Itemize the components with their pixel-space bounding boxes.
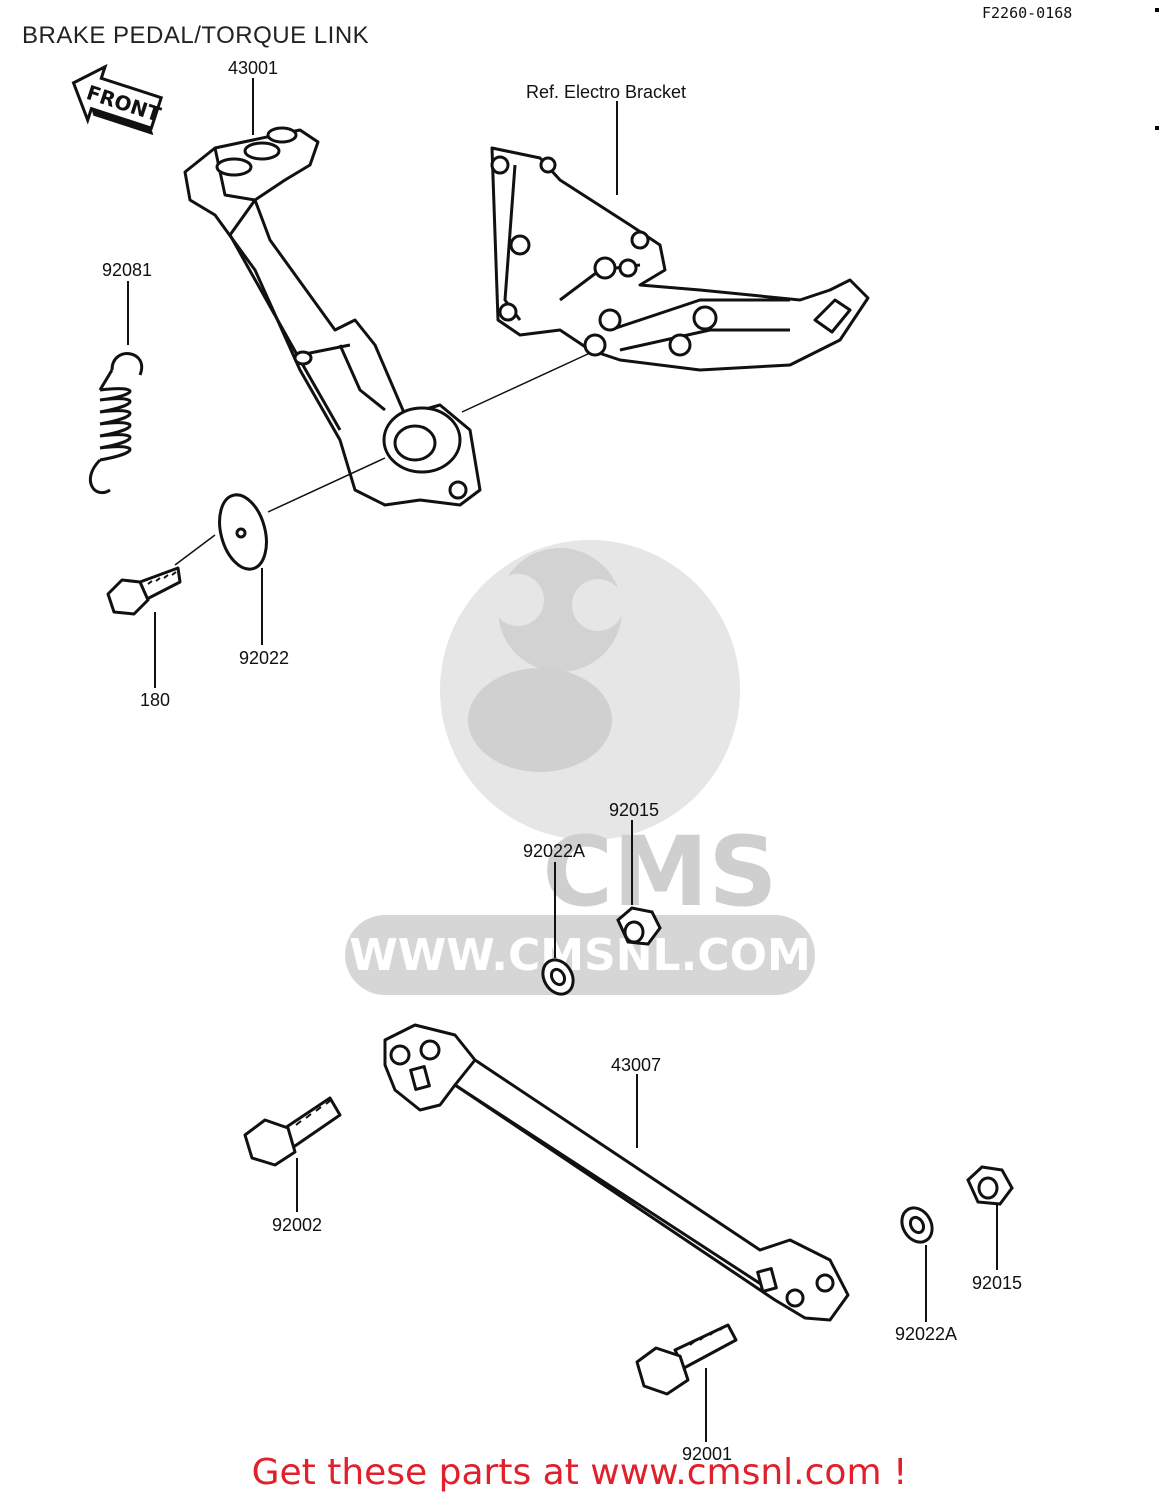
label-180: 180	[139, 690, 171, 710]
watermark-logo: CMS	[542, 816, 777, 928]
part-leader-lines	[127, 78, 998, 1442]
electro-bracket	[490, 146, 870, 372]
nut-92015-top	[616, 906, 662, 946]
label-92081: 92081	[101, 260, 153, 280]
label-92015-top: 92015	[608, 800, 660, 820]
label-43007: 43007	[610, 1055, 662, 1075]
label-92022: 92022	[238, 648, 290, 668]
assembly-axis-lines	[174, 352, 591, 566]
bolt-92002	[243, 1096, 342, 1167]
lock-washer-92022a-top	[541, 958, 575, 996]
label-92001: 92001	[681, 1444, 733, 1464]
label-43001: 43001	[227, 58, 279, 78]
label-92002: 92002	[271, 1215, 323, 1235]
edge-mark	[1155, 8, 1159, 12]
page-title: BRAKE PEDAL/TORQUE LINK	[22, 22, 370, 49]
front-arrow-icon: FRONT	[71, 63, 164, 136]
label-92015-bottom: 92015	[971, 1273, 1023, 1293]
return-spring	[88, 352, 144, 495]
torque-link	[383, 1023, 850, 1322]
brake-pedal	[183, 126, 482, 507]
bolt-180	[106, 566, 182, 616]
edge-mark	[1155, 126, 1159, 130]
cms-watermark: CMS WWW.CMSNL.COM	[345, 540, 815, 995]
bolt-92001	[635, 1323, 738, 1396]
get-parts-link[interactable]: Get these parts at www.cmsnl.com !	[251, 1452, 908, 1493]
label-92022a-top: 92022A	[522, 841, 586, 861]
nut-92015-bottom	[966, 1165, 1014, 1206]
figure-code: F2260-0168	[982, 4, 1073, 22]
washer-92022	[218, 493, 268, 571]
label-electro-bracket: Ref. Electro Bracket	[525, 82, 687, 102]
label-92022a-bottom: 92022A	[894, 1324, 958, 1344]
lock-washer-92022a-bottom	[900, 1206, 934, 1244]
watermark-url: WWW.CMSNL.COM	[349, 930, 811, 981]
